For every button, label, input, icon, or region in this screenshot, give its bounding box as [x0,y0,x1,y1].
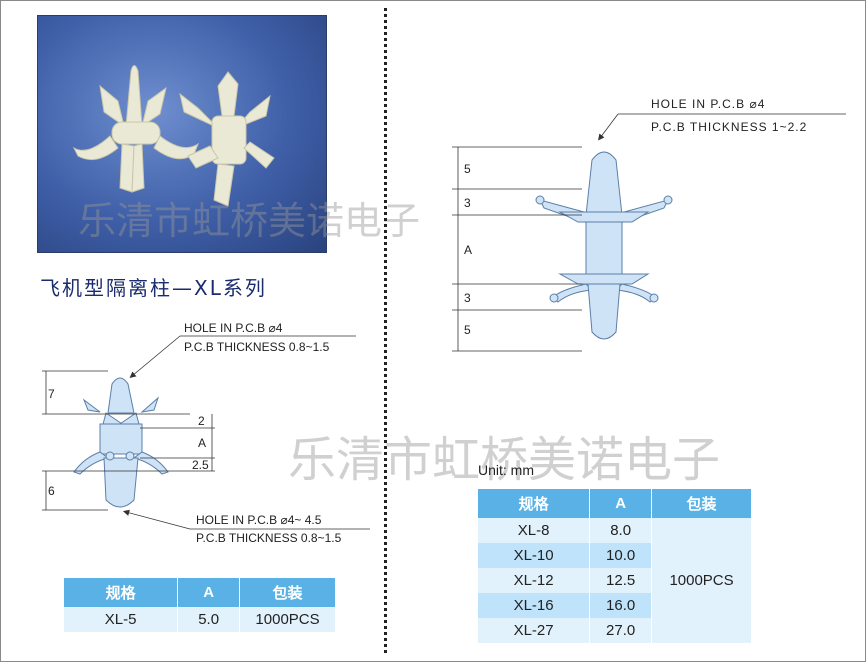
right-dim-a: A [464,243,473,257]
header-model: 规格 [478,489,591,518]
cell-model: XL-27 [478,618,591,643]
cell-a: 5.0 [177,607,241,632]
cell-model: XL-16 [478,593,591,618]
right-dim-5-bottom: 5 [464,323,471,337]
cell-a: 16.0 [589,593,653,618]
product-photo [37,15,327,253]
right-callout-line1: HOLE IN P.C.B ⌀4 [651,97,766,111]
table-row: XL-10 10.0 [478,543,752,568]
header-pack: 包装 [651,489,752,518]
header-a: A [589,489,653,518]
watermark-middle: 乐清市虹桥美诺电子 [288,432,721,488]
product-photo-illustration [72,65,275,207]
cell-model: XL-8 [478,518,591,543]
spec-table-large: 规格 A 包装 XL-8 8.0 1000PCS XL-10 10.0 XL-1… [478,489,752,643]
cell-pack: 1000PCS [651,518,752,643]
right-callout-line2: P.C.B THICKNESS 1~2.2 [651,120,808,134]
page-title: 飞机型隔离柱—XL系列 [40,276,267,300]
left-top-callout-line1: HOLE IN P.C.B ⌀4 [184,321,283,335]
cell-a: 27.0 [589,618,653,643]
table-row: XL-5 5.0 1000PCS [64,607,336,632]
left-dim-2-5: 2.5 [192,458,209,472]
left-top-callout-line2: P.C.B THICKNESS 0.8~1.5 [184,340,330,354]
left-part-drawing [73,377,169,508]
cell-a: 8.0 [589,518,653,543]
table-row: XL-8 8.0 1000PCS [478,518,752,643]
left-dim-7: 7 [48,387,55,401]
left-dim-2: 2 [198,414,205,428]
left-dim-6: 6 [48,484,55,498]
spec-table-small: 规格 A 包装 XL-5 5.0 1000PCS [64,578,336,632]
right-dim-3-bottom: 3 [464,291,471,305]
column-divider [384,8,387,653]
header-a: A [177,578,241,607]
cell-a: 12.5 [589,568,653,593]
left-bottom-callout-line1: HOLE IN P.C.B ⌀4~ 4.5 [196,513,322,527]
watermark-top: 乐清市虹桥美诺电子 [78,199,421,243]
right-dimension-lines [452,113,846,352]
right-part-drawing [535,151,673,340]
cell-model: XL-12 [478,568,591,593]
header-pack: 包装 [239,578,336,607]
right-dim-5-top: 5 [464,162,471,176]
cell-model: XL-5 [64,607,179,632]
table-row: XL-16 16.0 [478,593,752,618]
unit-label: Unit: mm [478,462,534,478]
cell-model: XL-10 [478,543,591,568]
right-dim-3-top: 3 [464,196,471,210]
table-row: XL-12 12.5 [478,568,752,593]
left-bottom-callout-line2: P.C.B THICKNESS 0.8~1.5 [196,531,342,545]
table-row: XL-27 27.0 [478,618,752,643]
cell-pack: 1000PCS [239,607,336,632]
header-model: 规格 [64,578,179,607]
left-dimension-lines [42,335,370,530]
left-dim-a: A [198,436,207,450]
cell-a: 10.0 [589,543,653,568]
